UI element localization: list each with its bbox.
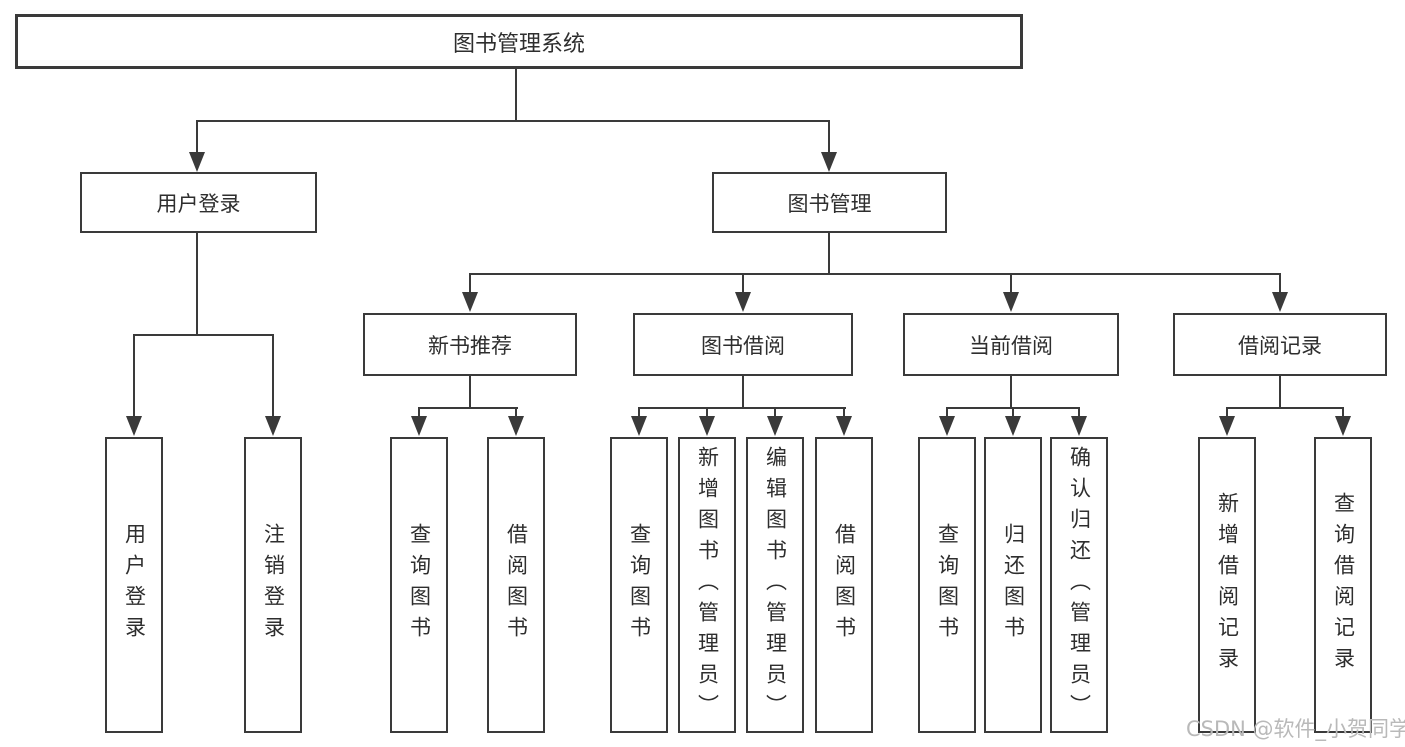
- node-user-login: 用户登录: [80, 172, 317, 233]
- arrowhead-down-icon: [508, 416, 524, 436]
- node-borrowing-records: 借阅记录: [1173, 313, 1387, 376]
- connector-stem-leaf: [1342, 407, 1344, 418]
- connector-stem-leaf: [1012, 407, 1014, 418]
- leaf-label: 归还图书: [1001, 523, 1026, 647]
- node-user-login-label: 用户登录: [156, 191, 241, 216]
- leaf-label: 借阅图书: [832, 523, 857, 647]
- connector-hline-new-book: [418, 407, 518, 409]
- connector-stem-leaf: [638, 407, 640, 418]
- node-book-borrowing-label: 图书借阅: [701, 333, 785, 358]
- leaf-query-borrow-record: 查询借阅记录: [1314, 437, 1372, 733]
- connector-stem-level3: [469, 273, 471, 294]
- arrowhead-down-icon: [1005, 416, 1021, 436]
- arrowhead-down-icon: [411, 416, 427, 436]
- leaf-label: 查询借阅记录: [1331, 492, 1356, 678]
- connector-hline-level2: [196, 120, 830, 122]
- connector-hline-book-borrowing: [638, 407, 846, 409]
- leaf-label: 注销登录: [261, 523, 286, 647]
- connector-stem-leaf: [946, 407, 948, 418]
- connector-stem-book-management: [828, 120, 830, 154]
- node-current-borrowing: 当前借阅: [903, 313, 1119, 376]
- connector-stem-level3: [1279, 273, 1281, 294]
- leaf-logout: 注销登录: [244, 437, 302, 733]
- connector-stem-leaf: [515, 407, 517, 418]
- leaf-borrow-books-recommend: 借阅图书: [487, 437, 545, 733]
- connector-stem-leaf: [133, 334, 135, 418]
- connector-stem-leaf: [418, 407, 420, 418]
- arrowhead-down-icon: [631, 416, 647, 436]
- leaf-query-books-current: 查询图书: [918, 437, 976, 733]
- node-borrowing-records-label: 借阅记录: [1238, 333, 1322, 358]
- connector-hline-user-login: [133, 334, 274, 336]
- connector-stem-leaf: [774, 407, 776, 418]
- leaf-label: 新增借阅记录: [1215, 492, 1240, 678]
- arrowhead-down-icon: [1003, 292, 1019, 312]
- arrowhead-down-icon: [836, 416, 852, 436]
- leaf-borrow-books: 借阅图书: [815, 437, 873, 733]
- connector-stem-leaf: [706, 407, 708, 418]
- connector-trunk-book-management: [828, 233, 830, 275]
- arrowhead-down-icon: [1335, 416, 1351, 436]
- leaf-user-login: 用户登录: [105, 437, 163, 733]
- leaf-label: 查询图书: [407, 523, 432, 647]
- connector-trunk-root: [515, 69, 517, 120]
- arrowhead-down-icon: [462, 292, 478, 312]
- arrowhead-down-icon: [1272, 292, 1288, 312]
- leaf-label: 查询图书: [935, 523, 960, 647]
- watermark-text: CSDN @软件_小贺同学: [1186, 717, 1405, 741]
- arrowhead-down-icon: [821, 152, 837, 172]
- leaf-return-books: 归还图书: [984, 437, 1042, 733]
- connector-stem-leaf: [272, 334, 274, 418]
- node-book-management: 图书管理: [712, 172, 947, 233]
- leaf-edit-books-admin: 编辑图书（管理员）: [746, 437, 804, 733]
- node-book-borrowing: 图书借阅: [633, 313, 853, 376]
- leaf-label: 编辑图书（管理员）: [763, 445, 788, 725]
- connector-stem-level3: [1010, 273, 1012, 294]
- leaf-label: 借阅图书: [504, 523, 529, 647]
- connector-hline-borrowing-records: [1226, 407, 1344, 409]
- leaf-label: 确认归还（管理员）: [1067, 445, 1092, 725]
- node-current-borrowing-label: 当前借阅: [969, 333, 1053, 358]
- node-root-label: 图书管理系统: [452, 31, 585, 57]
- connector-stem-leaf: [1078, 407, 1080, 418]
- leaf-query-books-recommend: 查询图书: [390, 437, 448, 733]
- leaf-label: 查询图书: [627, 523, 652, 647]
- arrowhead-down-icon: [265, 416, 281, 436]
- leaf-add-books-admin: 新增图书（管理员）: [678, 437, 736, 733]
- arrowhead-down-icon: [735, 292, 751, 312]
- connector-trunk-new-book: [469, 376, 471, 409]
- connector-trunk-book-borrowing: [742, 376, 744, 409]
- arrowhead-down-icon: [767, 416, 783, 436]
- connector-stem-leaf: [1226, 407, 1228, 418]
- connector-trunk-user-login: [196, 233, 198, 336]
- node-book-management-label: 图书管理: [787, 191, 872, 216]
- connector-trunk-current-borrowing: [1010, 376, 1012, 409]
- connector-trunk-borrowing-records: [1279, 376, 1281, 409]
- connector-stem-user-login: [196, 120, 198, 154]
- connector-hline-level3: [469, 273, 1281, 275]
- arrowhead-down-icon: [939, 416, 955, 436]
- node-root: 图书管理系统: [15, 14, 1023, 69]
- leaf-add-borrow-record: 新增借阅记录: [1198, 437, 1256, 733]
- connector-stem-level3: [742, 273, 744, 294]
- leaf-label: 用户登录: [122, 523, 147, 647]
- leaf-query-books-borrowing: 查询图书: [610, 437, 668, 733]
- arrowhead-down-icon: [1071, 416, 1087, 436]
- arrowhead-down-icon: [189, 152, 205, 172]
- leaf-label: 新增图书（管理员）: [695, 445, 720, 725]
- node-new-book-recommend-label: 新书推荐: [428, 333, 512, 358]
- arrowhead-down-icon: [699, 416, 715, 436]
- node-new-book-recommend: 新书推荐: [363, 313, 577, 376]
- arrowhead-down-icon: [1219, 416, 1235, 436]
- connector-stem-leaf: [843, 407, 845, 418]
- arrowhead-down-icon: [126, 416, 142, 436]
- leaf-confirm-return-admin: 确认归还（管理员）: [1050, 437, 1108, 733]
